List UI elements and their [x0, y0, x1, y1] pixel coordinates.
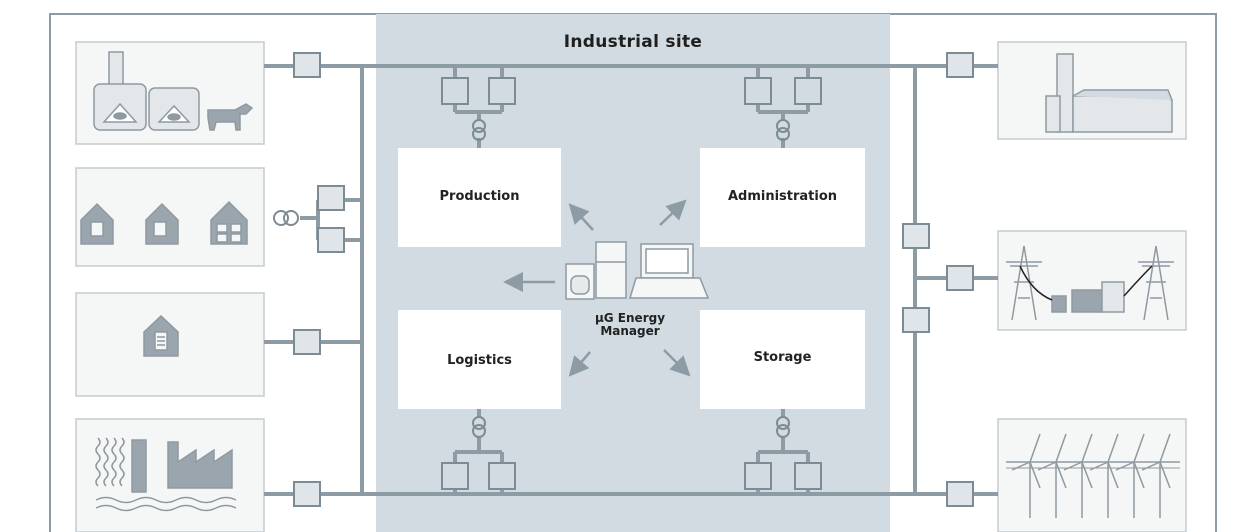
manager-arrows: [503, 199, 691, 377]
area-logistics-label: Logistics: [447, 353, 512, 368]
power-plant-icon: [1045, 53, 1173, 133]
hydro-factory-icon: [95, 437, 237, 512]
area-production-label: Production: [439, 189, 520, 204]
area-administration-box: [700, 148, 865, 247]
energy-manager-label: µG Energy Manager: [594, 311, 666, 338]
breaker-boxes: [293, 52, 974, 507]
energy-manager-computer-icon: [565, 241, 710, 300]
area-production-box: [398, 148, 561, 247]
area-administration-label: Administration: [727, 189, 838, 204]
households-icon: [80, 200, 248, 245]
area-storage-box: [700, 310, 865, 409]
transmission-grid-icon: [1006, 245, 1174, 321]
transformers: [273, 119, 790, 438]
house-icon: [143, 314, 179, 357]
area-logistics-box: [398, 310, 561, 409]
biogas-plant-icon: [93, 51, 254, 131]
industrial-site-title: Industrial site: [563, 32, 703, 52]
area-storage-label: Storage: [753, 350, 812, 365]
panel-transmission: [997, 230, 1187, 331]
wind-farm-icon: [1006, 433, 1180, 518]
